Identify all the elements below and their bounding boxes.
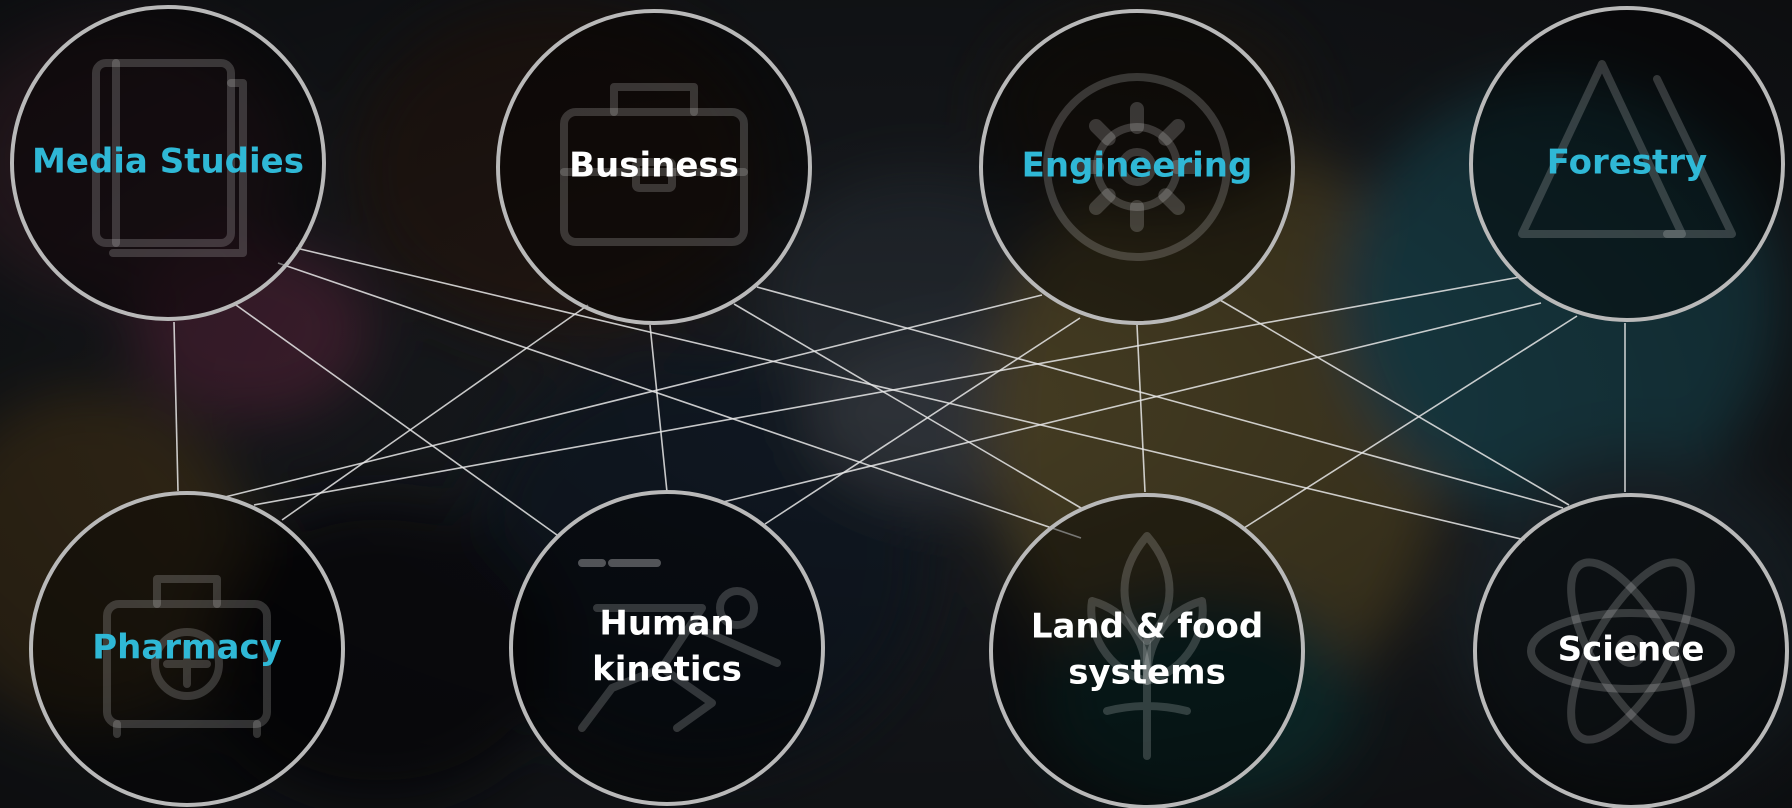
connector-engineering-kinetics (764, 317, 1081, 525)
connector-business-science (756, 286, 1564, 509)
connector-business-landfood (733, 303, 1082, 509)
node-label: Science (1558, 630, 1705, 670)
plant-icon (1087, 532, 1207, 760)
node-media: Media Studies (10, 5, 326, 321)
trees-icon (1518, 60, 1736, 238)
node-label: Media Studies (32, 142, 304, 182)
node-circle (496, 9, 812, 325)
connector-engineering-pharmacy (224, 294, 1043, 498)
node-landfood: Land & food systems (989, 493, 1305, 808)
book-icon (92, 59, 247, 257)
node-circle (1469, 6, 1785, 322)
connector-media-science (295, 247, 1526, 541)
node-circle (10, 5, 326, 321)
node-circle (979, 9, 1295, 325)
node-engineering: Engineering (979, 9, 1295, 325)
connector-forestry-pharmacy (253, 276, 1521, 506)
node-label: systems (1068, 653, 1226, 693)
connector-business-pharmacy (281, 304, 589, 521)
connector-media-pharmacy (173, 321, 179, 492)
connector-engineering-landfood (1136, 324, 1146, 493)
node-label: Pharmacy (92, 628, 282, 668)
atom-icon (1527, 558, 1735, 744)
node-label: Human (599, 604, 734, 644)
connector-engineering-science (1219, 299, 1570, 506)
connector-media-kinetics (235, 304, 558, 536)
node-label: Forestry (1547, 143, 1707, 183)
connector-forestry-kinetics (722, 302, 1542, 503)
connection-lines (173, 247, 1626, 541)
program-nodes: Media Studies Business Engineering Forestry… (10, 5, 1789, 808)
briefcase-icon (560, 83, 748, 246)
node-circle (989, 493, 1305, 808)
runner-icon (578, 559, 781, 732)
node-business: Business (496, 9, 812, 325)
node-label: kinetics (592, 650, 742, 690)
gear-icon (1043, 73, 1231, 261)
connector-media-landfood (277, 262, 1082, 539)
node-forestry: Forestry (1469, 6, 1785, 322)
node-label: Business (569, 146, 739, 186)
node-pharmacy: Pharmacy (29, 491, 345, 807)
node-circle (509, 490, 825, 806)
node-label: Engineering (1022, 146, 1253, 186)
medicine-box-icon (103, 575, 271, 738)
connector-business-kinetics (649, 324, 668, 493)
node-label: Land & food (1031, 607, 1263, 647)
node-circle (29, 491, 345, 807)
node-kinetics: Human kinetics (509, 490, 825, 806)
connector-forestry-landfood (1243, 315, 1578, 529)
node-science: Science (1473, 493, 1789, 808)
node-circle (1473, 493, 1789, 808)
